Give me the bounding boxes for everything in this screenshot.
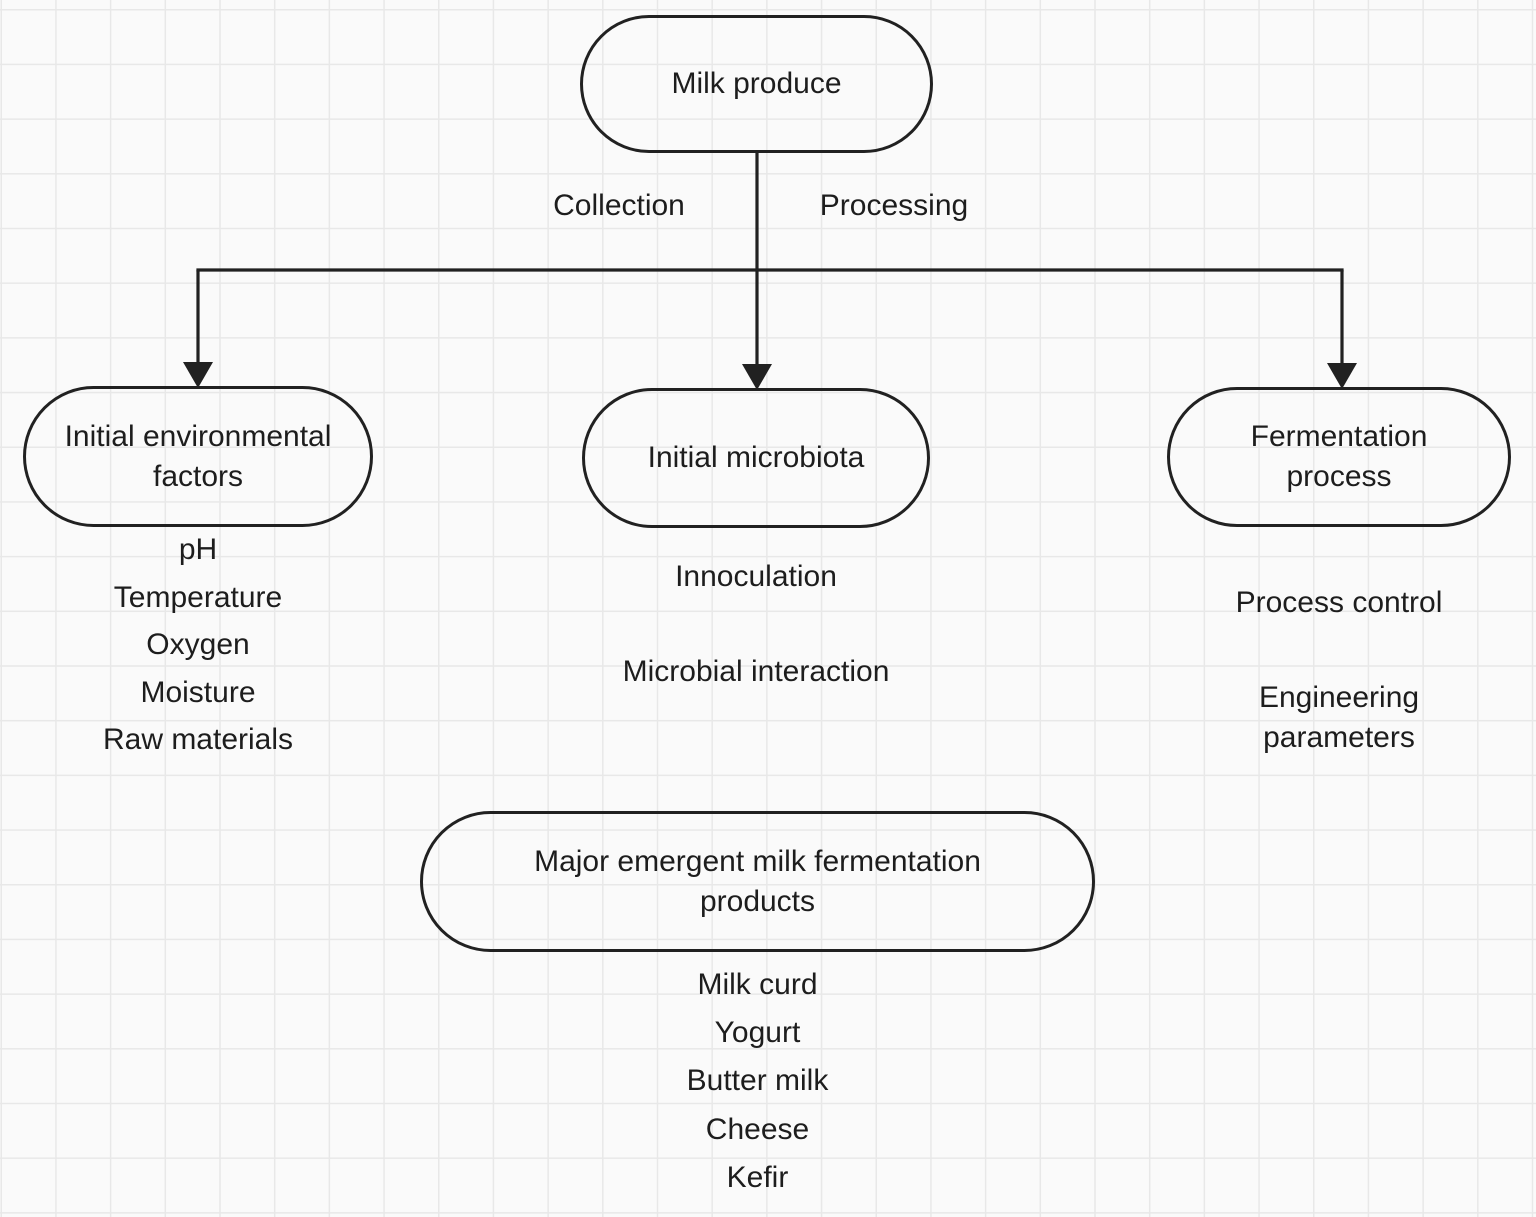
list-item: Engineering parameters — [1258, 681, 1420, 754]
node-label-line: Initial environmental — [64, 419, 332, 453]
edge-label-processing: Processing — [819, 189, 969, 222]
arrowhead-middle — [742, 364, 772, 390]
node-label-line: Fermentation — [1250, 420, 1428, 453]
node-label-line: process — [1286, 460, 1392, 493]
list-item: Milk curd — [697, 968, 818, 1001]
node-major-emergent-products: Major emergent milk fermentation product… — [420, 811, 1095, 952]
arrowhead-left — [183, 362, 213, 388]
node-milk-produce: Milk produce — [580, 15, 933, 153]
arrowhead-right — [1327, 363, 1357, 389]
list-item: Cheese — [705, 1112, 810, 1146]
list-item: Kefir — [726, 1160, 789, 1194]
list-item: Yogurt — [714, 1016, 801, 1050]
list-item: Process control — [1235, 586, 1443, 619]
list-item: Raw materials — [102, 723, 294, 757]
list-item: Butter milk — [686, 1064, 829, 1098]
env-factors-list: pH Temperature Oxygen Moisture Raw mater… — [23, 526, 373, 764]
list-item: Temperature — [113, 580, 283, 614]
list-item: Innoculation — [675, 560, 837, 593]
node-label-line: products — [699, 884, 816, 918]
node-initial-environmental-factors: Initial environmental factors — [23, 386, 373, 527]
list-item: pH — [178, 533, 218, 566]
node-milk-produce-label: Milk produce — [671, 67, 842, 100]
node-initial-microbiota: Initial microbiota — [582, 388, 930, 528]
list-item: Moisture — [140, 675, 256, 709]
list-item: Oxygen — [146, 628, 250, 662]
list-item: Microbial interaction — [622, 655, 890, 688]
node-label-line: Initial microbiota — [647, 441, 865, 474]
node-label-line: factors — [152, 459, 244, 493]
node-label-line: Major emergent milk fermentation — [534, 844, 981, 878]
edge-label-collection: Collection — [553, 189, 685, 222]
products-list: Milk curd Yogurt Butter milk Cheese Kefi… — [420, 961, 1095, 1202]
node-fermentation-process: Fermentation process — [1167, 387, 1511, 527]
